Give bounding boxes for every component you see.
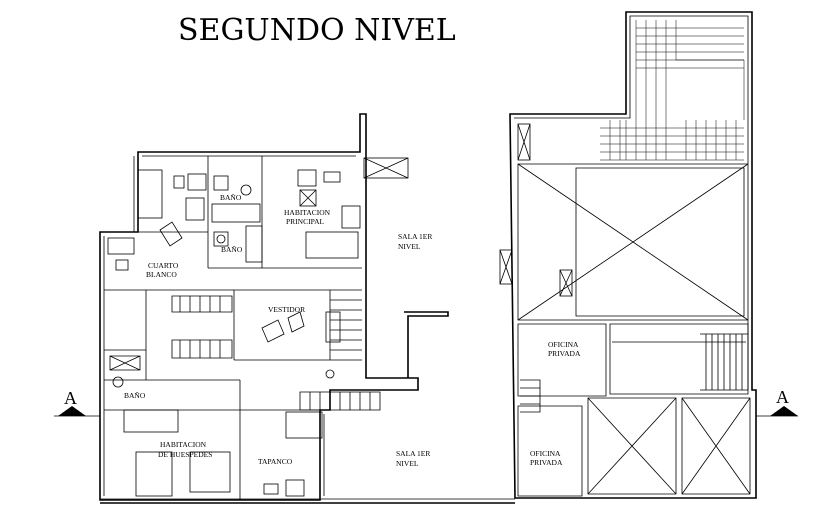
left-wing-furniture	[107, 157, 409, 497]
plan-title: SEGUNDO NIVEL	[178, 13, 456, 48]
center-walls	[404, 311, 449, 378]
room-labels: BAÑO HABITACION PRINCIPAL BAÑO CUARTO BL…	[124, 192, 581, 468]
label-sala-top-1: SALA 1ER	[398, 232, 432, 241]
label-habitacion-principal-1: HABITACION	[284, 208, 331, 217]
label-bano-left: BAÑO	[124, 390, 146, 400]
label-habitacion-principal-2: PRINCIPAL	[286, 217, 324, 226]
label-oficina-top-2: PRIVADA	[548, 349, 581, 358]
label-oficina-bottom-1: OFICINA	[530, 449, 561, 458]
label-bano-mid: BAÑO	[221, 244, 243, 254]
label-oficina-top-1: OFICINA	[548, 340, 579, 349]
label-habitacion-huespedes-1: HABITACION	[160, 440, 207, 449]
label-sala-bottom-2: NIVEL	[396, 459, 419, 468]
label-vestidor: VESTIDOR	[268, 305, 305, 314]
right-wing-walls	[499, 11, 757, 499]
section-label-right: A	[776, 387, 789, 407]
section-marker-left: A	[54, 388, 100, 417]
label-sala-top-2: NIVEL	[398, 242, 421, 251]
label-sala-bottom-1: SALA 1ER	[396, 449, 430, 458]
section-arrow-left-icon	[58, 406, 86, 416]
label-cuarto-blanco-2: BLANCO	[146, 270, 177, 279]
label-tapanco: TAPANCO	[258, 457, 293, 466]
left-wing-walls	[99, 113, 515, 504]
section-label-left: A	[64, 388, 77, 408]
section-arrow-right-icon	[770, 406, 798, 416]
label-habitacion-huespedes-2: DE HUESPEDES	[158, 450, 212, 459]
label-cuarto-blanco-1: CUARTO	[148, 261, 179, 270]
label-oficina-bottom-2: PRIVADA	[530, 458, 563, 467]
label-bano-top: BAÑO	[220, 192, 242, 202]
section-marker-right: A	[756, 387, 798, 417]
